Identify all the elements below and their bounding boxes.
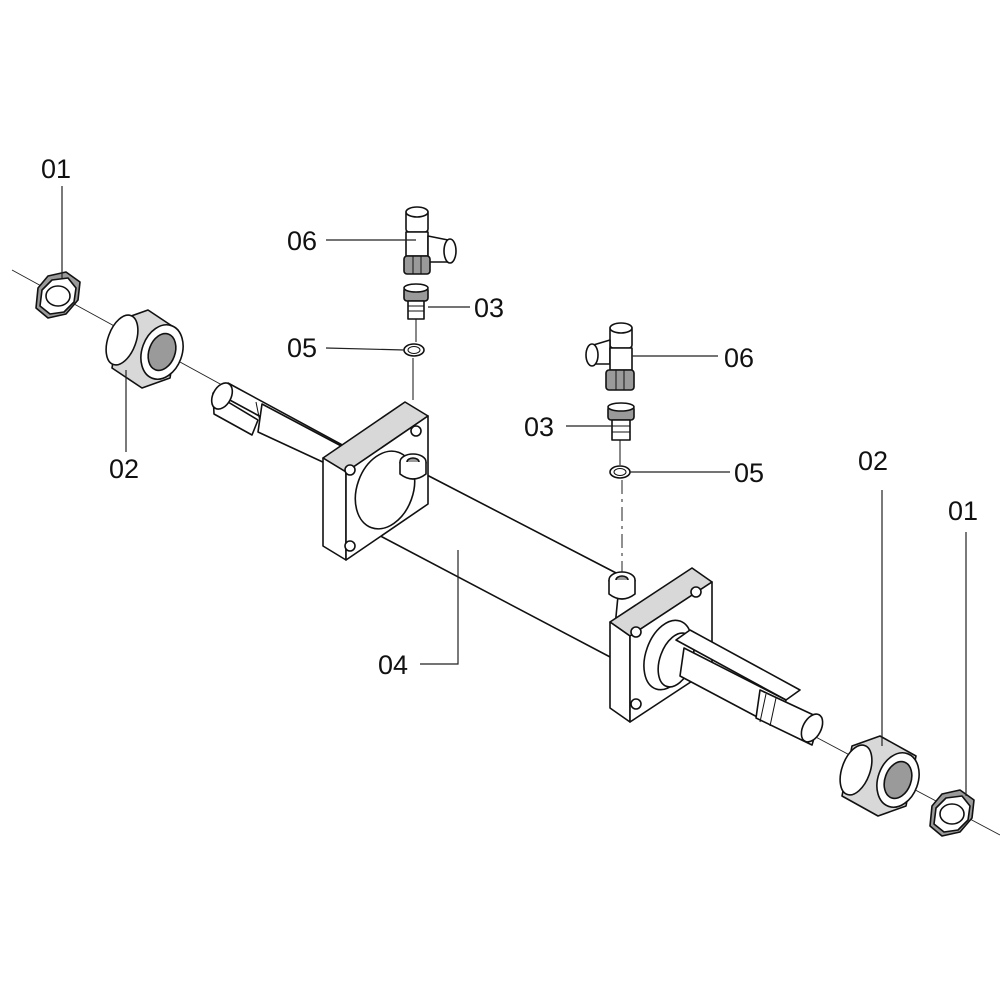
callout-adapter-right: 03: [524, 412, 554, 442]
callout-oring-right: 05: [734, 458, 764, 488]
bearing-sleeve-right: [839, 735, 920, 817]
callout-cylinder-body: 04: [378, 650, 408, 680]
leader-lines: [61, 186, 967, 796]
hex-nut-left: [35, 271, 81, 319]
callout-bearing-left: 02: [109, 454, 139, 484]
tee-fitting-right: [585, 322, 635, 391]
fitting-assembly-paths: [412, 318, 623, 575]
callout-tee-fitting-left: 06: [287, 226, 317, 256]
callout-labels: 01 02 06 03 05 06 03 05 02 01 04: [41, 154, 978, 680]
tee-fitting-left: [403, 206, 457, 275]
adapter-fitting-left: [403, 283, 429, 320]
callout-nut-right: 01: [948, 496, 978, 526]
o-ring-right: [609, 465, 631, 479]
callout-adapter-left: 03: [474, 293, 504, 323]
adapter-fitting-right: [607, 402, 635, 441]
bearing-sleeve-left: [105, 309, 184, 389]
callout-nut-left: 01: [41, 154, 71, 184]
hex-nut-right: [929, 789, 975, 837]
callout-tee-fitting-right: 06: [724, 343, 754, 373]
o-ring-left: [403, 343, 425, 357]
callout-oring-left: 05: [287, 333, 317, 363]
callout-bearing-right: 02: [858, 446, 888, 476]
cylinder-body: [210, 382, 824, 746]
